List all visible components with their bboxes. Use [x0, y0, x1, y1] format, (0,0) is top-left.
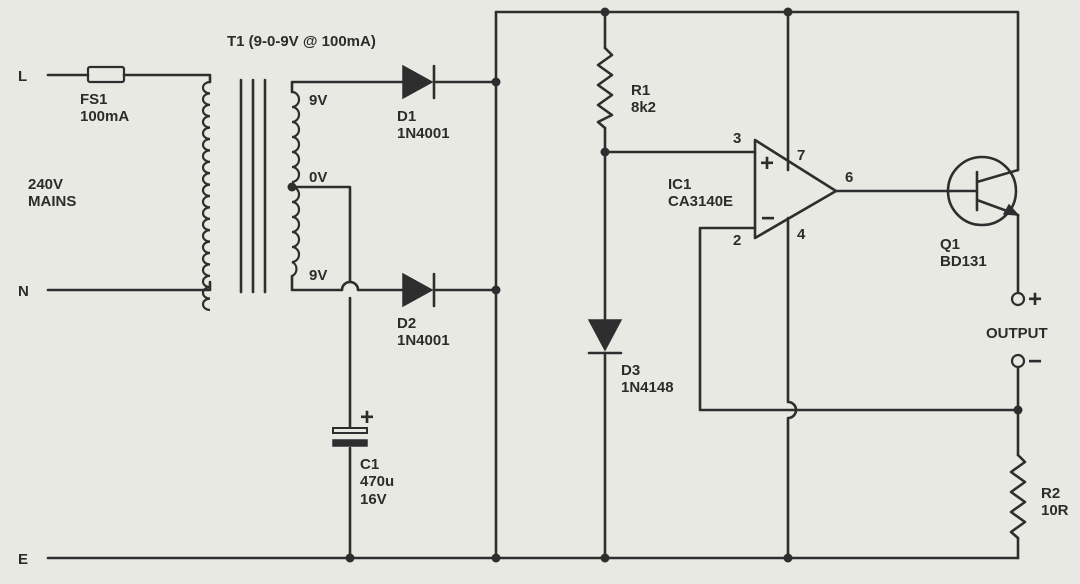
junction-dots [287, 7, 1023, 563]
transformer-tap-mid-label: 0V [309, 169, 327, 186]
ic1-ref-label: IC1 [668, 176, 691, 193]
r2-value-label: 10R [1041, 502, 1069, 519]
terminal-earth-label: E [18, 551, 28, 568]
output-plus-label: + [1028, 286, 1042, 313]
ic1-pin3-label: 3 [733, 130, 741, 147]
q1-ref-label: Q1 [940, 236, 960, 253]
d1-ref-label: D1 [397, 108, 416, 125]
c1-polarity-label: + [360, 404, 374, 431]
output-positive-terminal[interactable] [1010, 291, 1026, 307]
c1-voltage-label: 16V [360, 491, 387, 508]
resistor-r1-symbol [596, 46, 614, 130]
mains-label-1: 240V [28, 176, 63, 193]
fuse-symbol [86, 65, 126, 84]
d3-ref-label: D3 [621, 362, 640, 379]
transformer-label: T1 (9-0-9V @ 100mA) [227, 33, 376, 50]
transformer-tap-bottom-label: 9V [309, 267, 327, 284]
ic1-part-label: CA3140E [668, 193, 733, 210]
d3-part-label: 1N4148 [621, 379, 674, 396]
d2-ref-label: D2 [397, 315, 416, 332]
c1-ref-label: C1 [360, 456, 379, 473]
r2-ref-label: R2 [1041, 485, 1060, 502]
q1-part-label: BD131 [940, 253, 987, 270]
diode-d3-symbol [587, 319, 623, 355]
capacitor-c1-symbol [332, 427, 368, 447]
ic1-pin7-label: 7 [797, 147, 805, 164]
diode-d2-symbol [402, 272, 436, 308]
d1-part-label: 1N4001 [397, 125, 450, 142]
ic1-pin6-label: 6 [845, 169, 853, 186]
c1-value-label: 470u [360, 473, 394, 490]
d2-part-label: 1N4001 [397, 332, 450, 349]
mains-label-2: MAINS [28, 193, 76, 210]
diode-d1-symbol [402, 64, 436, 100]
ic1-pin4-label: 4 [797, 226, 806, 243]
ic1-pin2-label: 2 [733, 232, 741, 249]
wires [46, 10, 1020, 560]
output-minus-label: − [1028, 348, 1042, 375]
transformer-tap-top-label: 9V [309, 92, 327, 109]
transformer-symbol [201, 78, 301, 312]
transistor-q1-symbol [946, 155, 1020, 227]
fuse-ref-label: FS1 [80, 91, 108, 108]
r1-value-label: 8k2 [631, 99, 656, 116]
ic1-plus-label: + [760, 150, 774, 177]
output-label: OUTPUT [986, 325, 1048, 342]
terminal-neutral-label: N [18, 283, 29, 300]
opamp-ic1-symbol [753, 138, 838, 240]
terminal-live-label: L [18, 68, 27, 85]
resistor-r2-symbol [1009, 453, 1027, 540]
fuse-value-label: 100mA [80, 108, 129, 125]
r1-ref-label: R1 [631, 82, 650, 99]
ic1-minus-label: − [761, 205, 775, 232]
output-negative-terminal[interactable] [1010, 353, 1026, 369]
